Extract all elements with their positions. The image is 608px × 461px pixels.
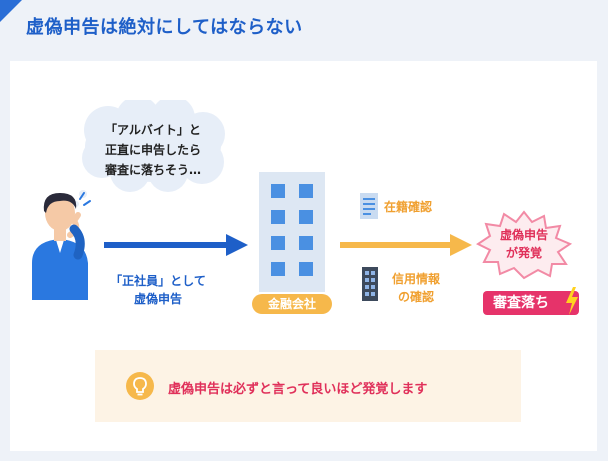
blue-arrow [104, 234, 248, 256]
document-icon [360, 193, 378, 219]
orange-arrow [340, 234, 472, 256]
alert-text-line: 虚偽申告 [499, 228, 548, 242]
thought-line: 「アルバイト」と [105, 123, 201, 137]
lightbulb-icon [126, 372, 154, 400]
credit-check-line: 信用情報 [391, 272, 440, 286]
credit-check-line: の確認 [397, 290, 434, 304]
credit-check-label: 信用情報 の確認 [386, 270, 446, 306]
company-building-icon [259, 172, 325, 292]
applicant-label-line: 虚偽申告 [133, 292, 182, 306]
applicant-person-icon [32, 192, 91, 300]
thought-line: 正直に申告したら [104, 143, 201, 157]
applicant-label-line: 「正社員」として [110, 274, 206, 288]
note-text: 虚偽申告は必ずと言って良いほど発覚します [168, 382, 428, 397]
rejected-badge: 審査落ち [483, 291, 579, 315]
registration-check-label: 在籍確認 [384, 200, 433, 214]
note-box [95, 350, 521, 422]
alert-burst [476, 210, 573, 280]
header: 虚偽申告は絶対にしてはならない [0, 0, 608, 50]
page-title: 虚偽申告は絶対にしてはならない [26, 17, 303, 38]
lightning-icon [566, 287, 578, 315]
thought-text: 「アルバイト」と 正直に申告したら 審査に落ちそう… [84, 120, 222, 180]
alert-text: 虚偽申告 が発覚 [474, 226, 574, 262]
office-tower-icon [362, 267, 378, 301]
company-badge: 金融会社 [252, 294, 332, 314]
header-accent [0, 0, 22, 22]
applicant-label: 「正社員」として 虚偽申告 [104, 272, 212, 308]
thought-line: 審査に落ちそう… [104, 163, 201, 177]
thought-bubble [82, 100, 225, 192]
alert-text-line: が発覚 [505, 246, 542, 260]
